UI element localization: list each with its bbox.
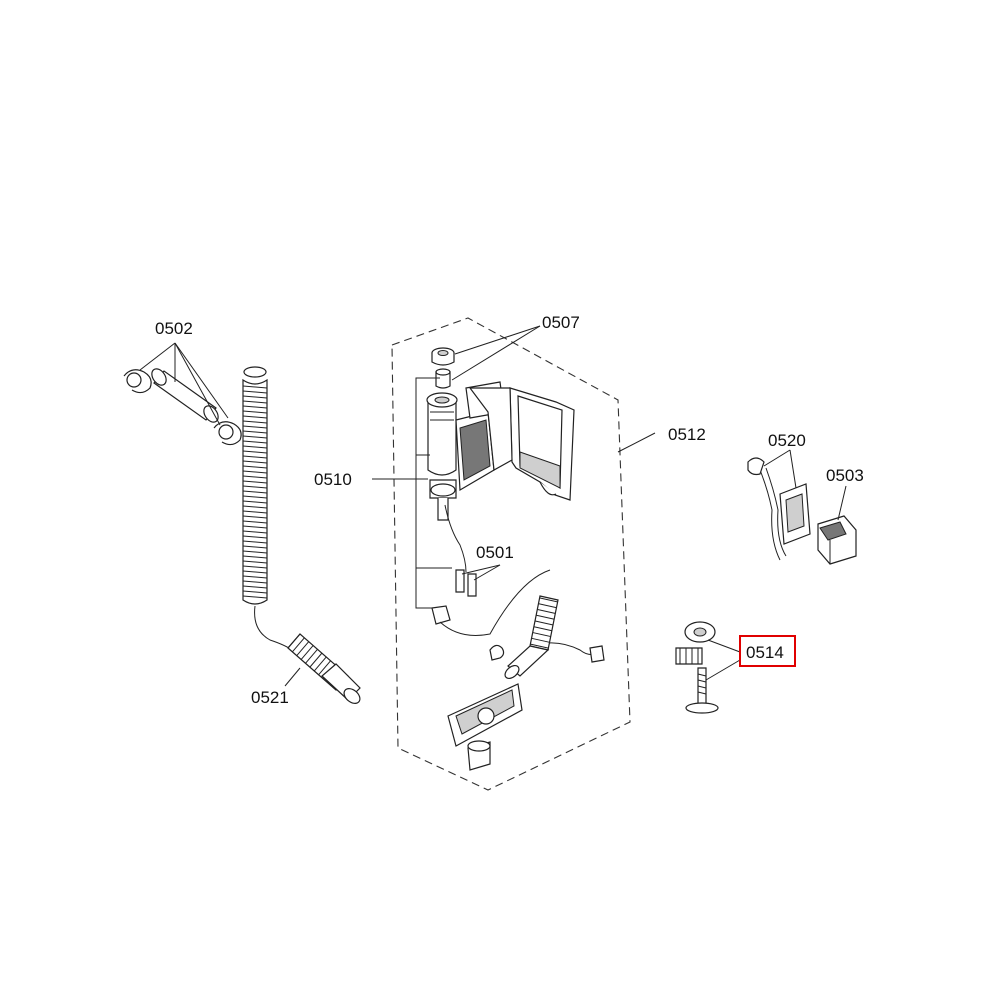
corrugation-ring: [536, 614, 555, 620]
corrugation-ring: [242, 440, 268, 444]
corrugation-ring: [242, 465, 268, 469]
corrugation-ring: [242, 515, 268, 519]
corrugation-ring: [242, 385, 268, 389]
leader-0503: [837, 485, 847, 521]
corrugation-ring: [242, 420, 268, 424]
corrugation-ring: [530, 643, 549, 649]
kit-hose: [504, 595, 605, 680]
corrugation-ring: [242, 580, 268, 584]
corrugation-ring: [287, 633, 301, 649]
highlight-box-0514: [739, 635, 796, 667]
label-0502: 0502: [155, 319, 193, 338]
corrugation-ring: [242, 485, 268, 489]
corrugation-ring: [537, 609, 556, 615]
corrugation-ring: [242, 415, 268, 419]
corrugation-ring: [318, 660, 332, 675]
corrugation-ring: [305, 648, 318, 664]
corrugation-ring: [242, 435, 268, 439]
leaders-0520: [763, 449, 797, 489]
hose-with-clamps-0502: [123, 368, 242, 446]
corrugation-ring: [242, 560, 268, 564]
corrugation-ring: [292, 637, 305, 653]
hose-end-0521: [287, 633, 361, 704]
block-0503: [817, 515, 857, 565]
corrugation-ring: [314, 656, 327, 672]
corrugation-ring: [242, 575, 268, 579]
bolt-and-nut-0514: [675, 621, 719, 714]
corrugation-ring: [242, 505, 268, 509]
small-clip: [489, 644, 505, 661]
corrugation-ring: [242, 555, 268, 559]
leaders-0501: [461, 564, 501, 581]
cap-0507: [431, 347, 455, 389]
leader-0512: [617, 432, 656, 453]
corrugation-ring: [532, 632, 551, 638]
corrugation-ring: [242, 595, 268, 599]
inner-bracket: [415, 377, 452, 609]
corrugation-ring: [242, 425, 268, 429]
pressure-switch-0520: [747, 457, 811, 561]
kit-outline-0512: [391, 317, 631, 791]
corrugation-ring: [242, 545, 268, 549]
corrugation-ring: [300, 645, 314, 660]
label-0507: 0507: [542, 313, 580, 332]
label-0512: 0512: [668, 425, 706, 444]
label-0510: 0510: [314, 470, 352, 489]
label-0521: 0521: [251, 688, 289, 707]
corrugation-ring: [531, 637, 550, 643]
corrugation-ring: [533, 626, 553, 632]
corrugation-ring: [309, 652, 323, 668]
corrugation-ring: [242, 480, 268, 484]
corrugation-ring: [539, 597, 559, 603]
corrugation-ring: [242, 520, 268, 524]
corrugation-ring: [242, 510, 268, 514]
corrugation-ring: [242, 395, 268, 399]
corrugation-ring: [242, 535, 268, 539]
leaders-0507: [451, 325, 541, 381]
corrugation-ring: [242, 570, 268, 574]
corrugation-ring: [242, 455, 268, 459]
corrugation-ring: [538, 603, 557, 609]
corrugated-drain-hose: [242, 366, 293, 651]
corrugation-ring: [242, 460, 268, 464]
label-0514: 0514: [746, 643, 784, 662]
label-0503: 0503: [826, 466, 864, 485]
corrugation-ring: [242, 565, 268, 569]
corrugation-ring: [242, 530, 268, 534]
leaders-0514: [705, 639, 741, 681]
corrugation-ring: [242, 590, 268, 594]
corrugation-ring: [242, 400, 268, 404]
label-0501: 0501: [476, 543, 514, 562]
corrugation-ring: [242, 585, 268, 589]
corrugation-ring: [242, 430, 268, 434]
leaders-0502: [139, 342, 229, 426]
corrugation-ring: [242, 470, 268, 474]
corrugation-ring: [242, 450, 268, 454]
label-0520: 0520: [768, 431, 806, 450]
corrugation-ring: [242, 540, 268, 544]
corrugation-ring: [242, 525, 268, 529]
housing-cover: [468, 387, 575, 501]
leader-0521: [284, 667, 301, 687]
mounting-plate: [447, 683, 523, 771]
corrugation-ring: [242, 445, 268, 449]
corrugation-ring: [296, 641, 310, 656]
corrugation-ring: [242, 410, 268, 414]
connectors-0501: [431, 569, 477, 625]
corrugation-ring: [242, 490, 268, 494]
pump-assembly-0510: [426, 381, 505, 573]
corrugation-ring: [242, 500, 268, 504]
corrugation-ring: [242, 550, 268, 554]
corrugation-ring: [535, 620, 554, 626]
corrugation-ring: [242, 390, 268, 394]
corrugation-ring: [242, 405, 268, 409]
corrugation-ring: [242, 475, 268, 479]
corrugation-ring: [242, 495, 268, 499]
